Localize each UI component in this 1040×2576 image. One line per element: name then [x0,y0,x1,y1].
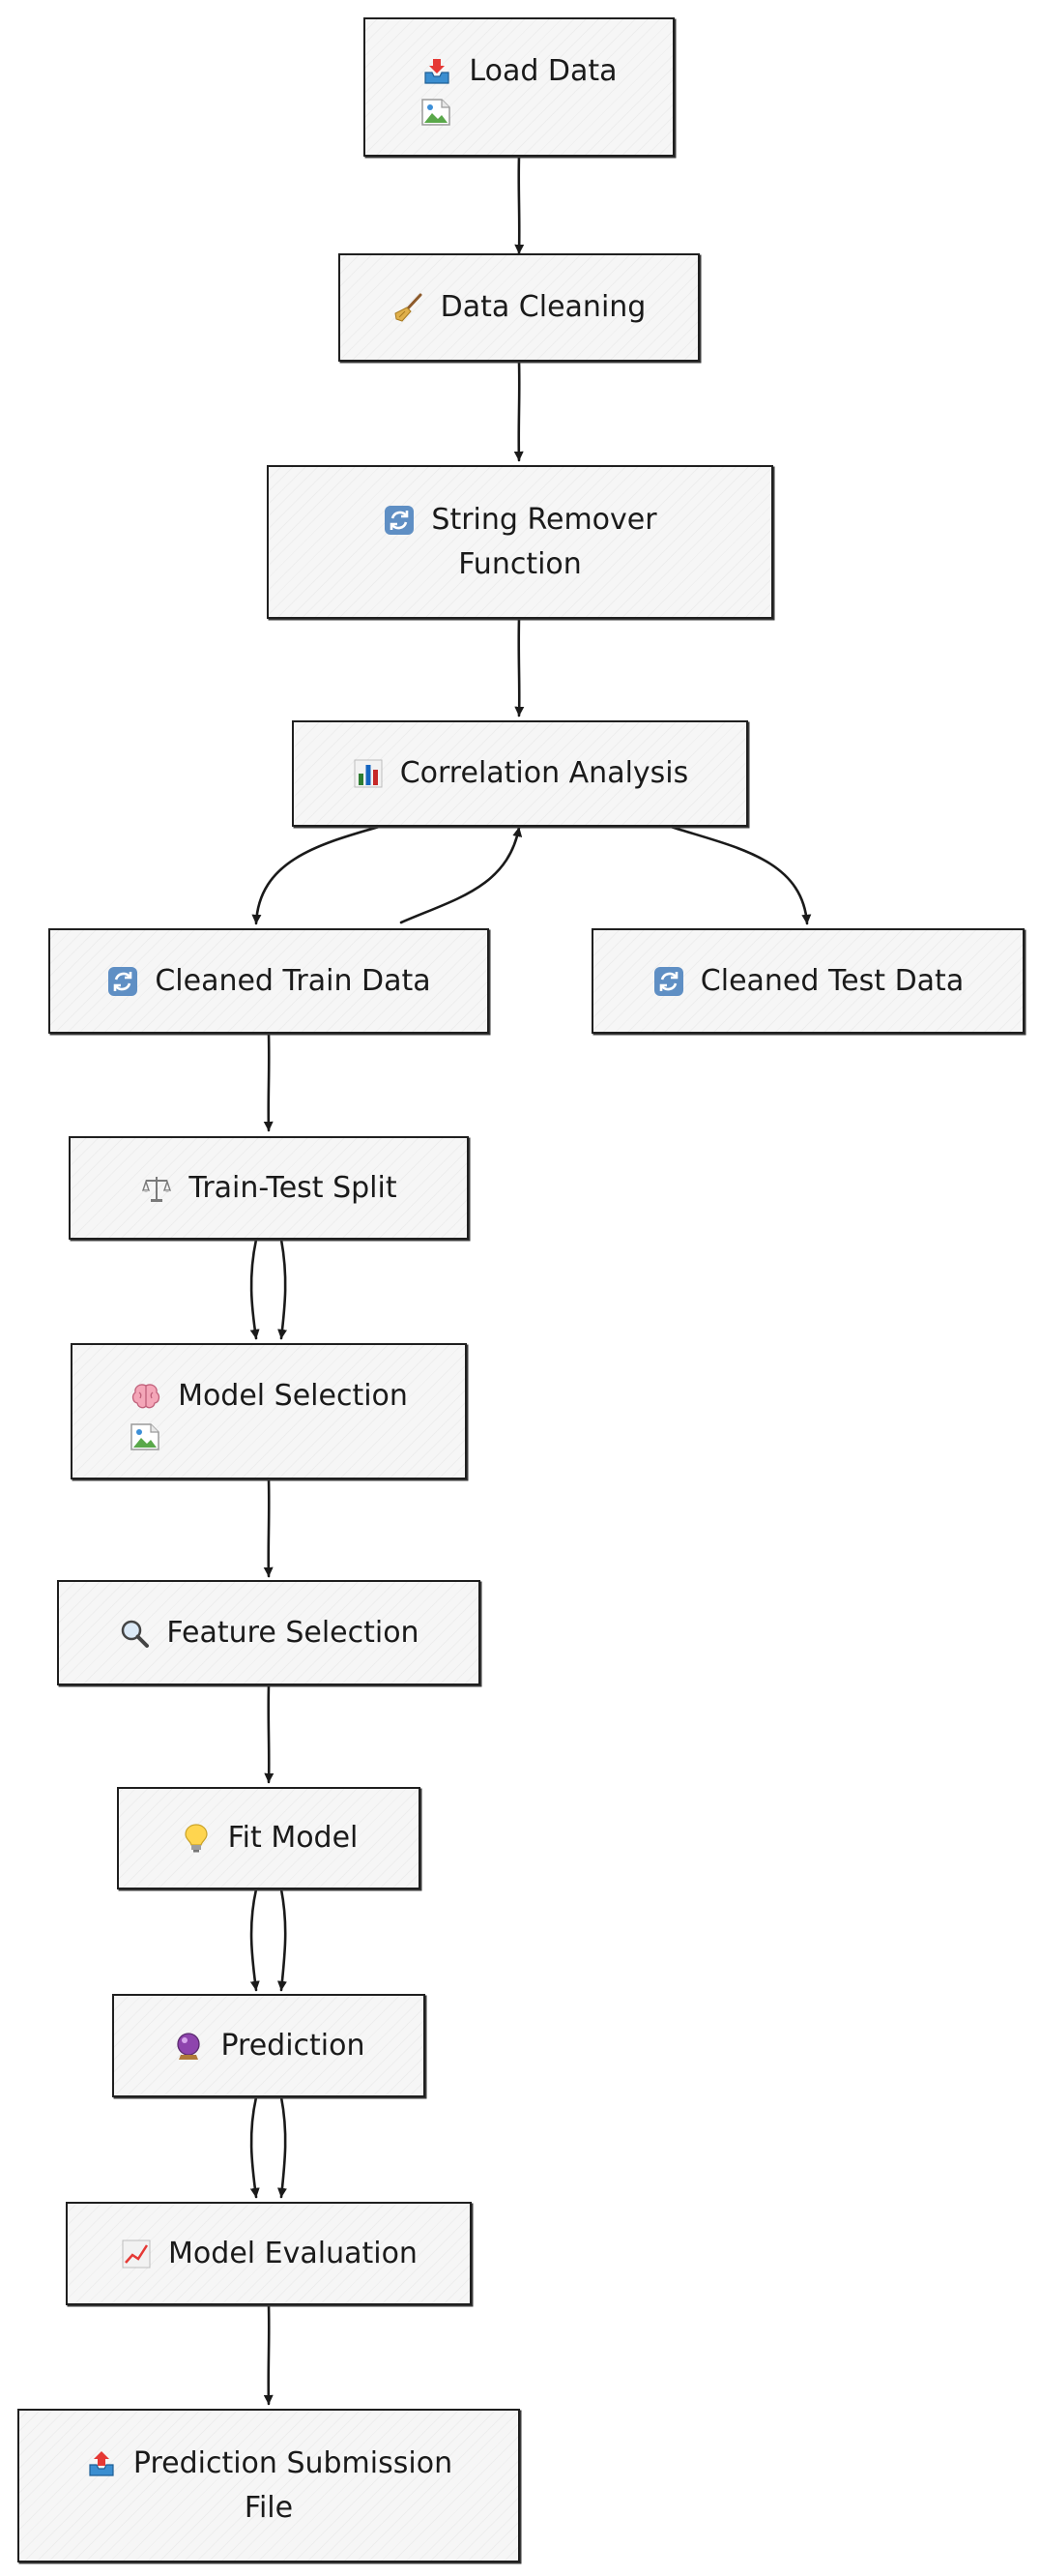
node-label: Fit Model [227,1821,359,1855]
node-label: Cleaned Train Data [155,963,431,998]
node-data-cleaning[interactable]: Data Cleaning [338,253,700,362]
edge-train-to-split [263,1032,274,1132]
node-label-line-2: File [244,2490,294,2525]
edge-evaluation-to-submission [263,2303,274,2406]
edge-fit-model-to-prediction-b [276,1888,287,1992]
edge-split-to-model-selection-a [249,1238,260,1340]
light-bulb-icon [180,1822,213,1855]
edge-fit-model-to-prediction-a [249,1888,260,1992]
node-model-selection[interactable]: Model Selection [71,1343,467,1479]
node-string-remover-function[interactable]: String Remover Function [267,465,773,619]
edge-cleaning-to-string-remover [513,360,524,462]
magnifier-icon [118,1617,151,1650]
node-feature-selection[interactable]: Feature Selection [57,1580,480,1685]
node-label: Data Cleaning [440,290,647,324]
node-correlation-analysis[interactable]: Correlation Analysis [292,720,748,827]
node-label-line-2: Function [458,546,582,581]
edge-prediction-to-evaluation-b [277,2095,287,2199]
edge-model-selection-to-feature-selection [263,1478,274,1578]
edge-correlation-to-test [669,825,812,925]
node-train-test-split[interactable]: Train-Test Split [69,1136,469,1240]
bar-chart-icon [352,757,385,790]
outbox-tray-icon [85,2447,118,2480]
edge-train-to-correlation [399,826,523,924]
node-fit-model[interactable]: Fit Model [117,1787,420,1889]
broom-icon [392,291,425,324]
arrows-cycle-icon [106,965,139,998]
broken-image-icon [420,96,451,126]
node-cleaned-train-data[interactable]: Cleaned Train Data [48,928,489,1034]
node-label: Prediction [220,2028,365,2063]
node-label: Feature Selection [166,1615,419,1650]
node-model-evaluation[interactable]: Model Evaluation [66,2202,472,2305]
chart-increasing-icon [120,2238,153,2270]
edge-split-to-model-selection-b [277,1238,288,1340]
crystal-ball-icon [172,2030,205,2063]
brain-icon [130,1380,162,1413]
node-label-line-1: String Remover [431,502,657,537]
node-cleaned-test-data[interactable]: Cleaned Test Data [592,928,1025,1034]
edge-string-remover-to-correlation [514,617,525,717]
node-label: Load Data [469,54,618,88]
node-prediction[interactable]: Prediction [112,1994,425,2097]
node-label-line-1: Prediction Submission [132,2445,453,2480]
edge-load-to-cleaning [514,155,525,255]
node-label: Correlation Analysis [399,756,689,790]
arrows-cycle-icon [652,965,685,998]
node-prediction-submission-file[interactable]: Prediction Submission File [17,2409,520,2562]
broken-image-icon [130,1420,160,1450]
edge-prediction-to-evaluation-a [249,2095,260,2199]
node-label: Model Selection [178,1378,408,1413]
node-load-data[interactable]: Load Data [363,17,675,157]
edge-correlation-to-train [251,825,381,925]
node-label: Train-Test Split [188,1170,397,1205]
node-label: Cleaned Test Data [700,963,965,998]
scales-icon [140,1172,173,1205]
edge-feature-selection-to-fit-model [264,1683,274,1784]
arrows-cycle-icon [383,504,416,537]
inbox-tray-icon [420,55,453,88]
node-label: Model Evaluation [168,2236,418,2270]
